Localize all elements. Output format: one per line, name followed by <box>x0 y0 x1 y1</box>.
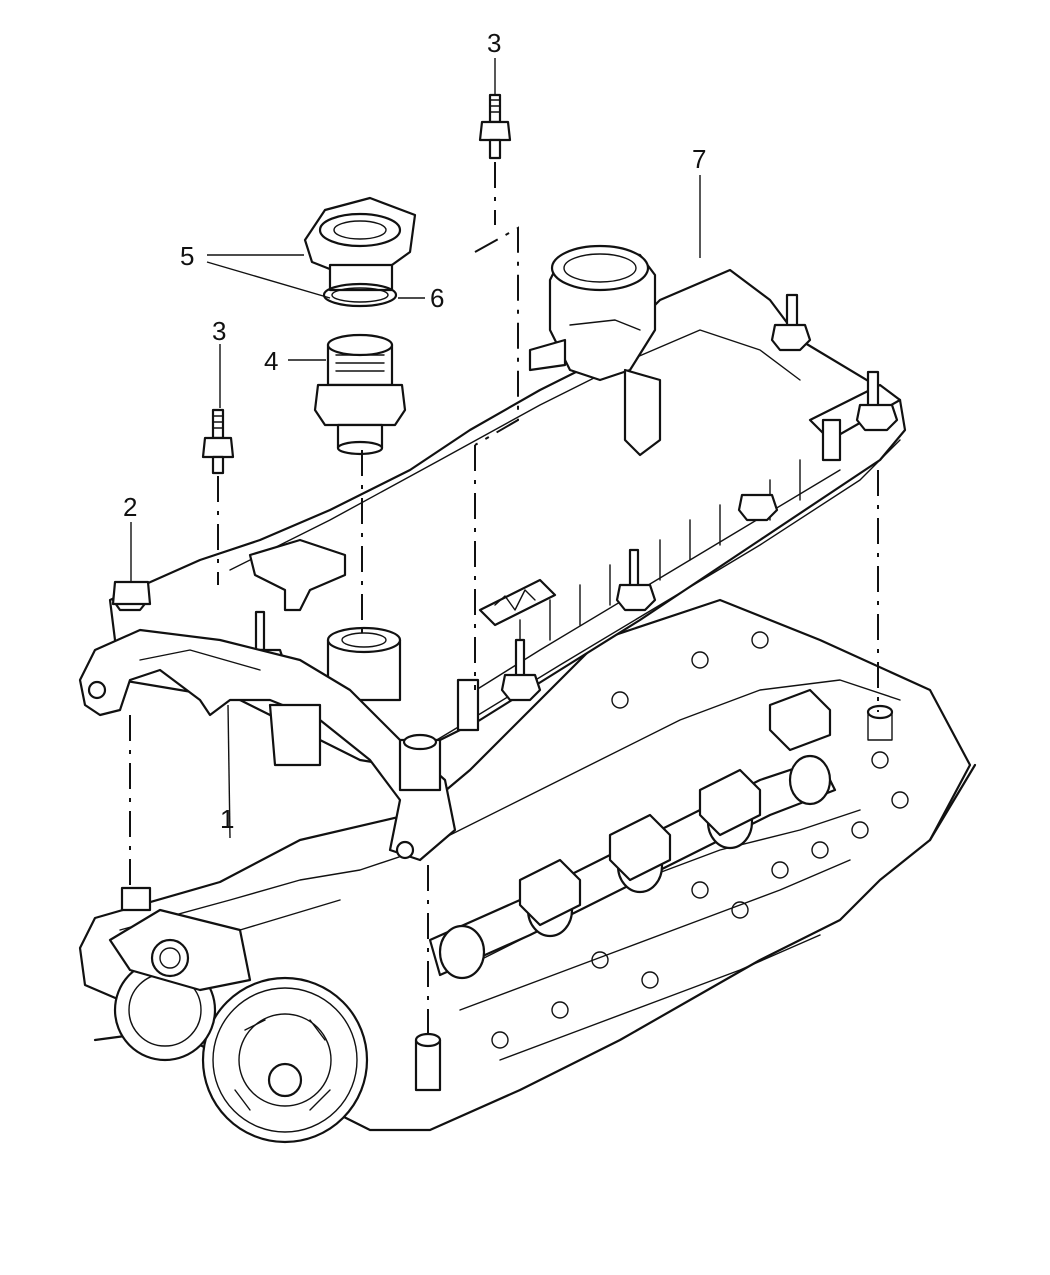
timing-cover-bracket <box>78 628 457 862</box>
callout-1: 1 <box>220 804 234 834</box>
callout-2: 2 <box>123 492 137 522</box>
nut-2 <box>111 580 152 606</box>
timing-sprocket <box>201 976 369 1144</box>
callout-5: 5 <box>180 241 194 271</box>
stud-upper <box>478 93 512 160</box>
o-ring-seal <box>322 282 398 308</box>
leader-lines <box>130 58 701 839</box>
alignment-lines <box>129 162 879 1040</box>
oil-filler-neck <box>326 626 402 702</box>
oil-filler-cap <box>303 196 417 292</box>
pcv-valve <box>528 244 662 457</box>
filler-tube-adapter <box>313 333 407 456</box>
callout-6: 6 <box>430 283 444 313</box>
callout-3-left: 3 <box>212 316 226 346</box>
stud-left <box>201 408 235 475</box>
callout-7: 7 <box>692 144 706 174</box>
callout-3-top: 3 <box>487 28 501 58</box>
cylinder-head <box>78 598 977 1144</box>
callout-4: 4 <box>264 346 278 376</box>
